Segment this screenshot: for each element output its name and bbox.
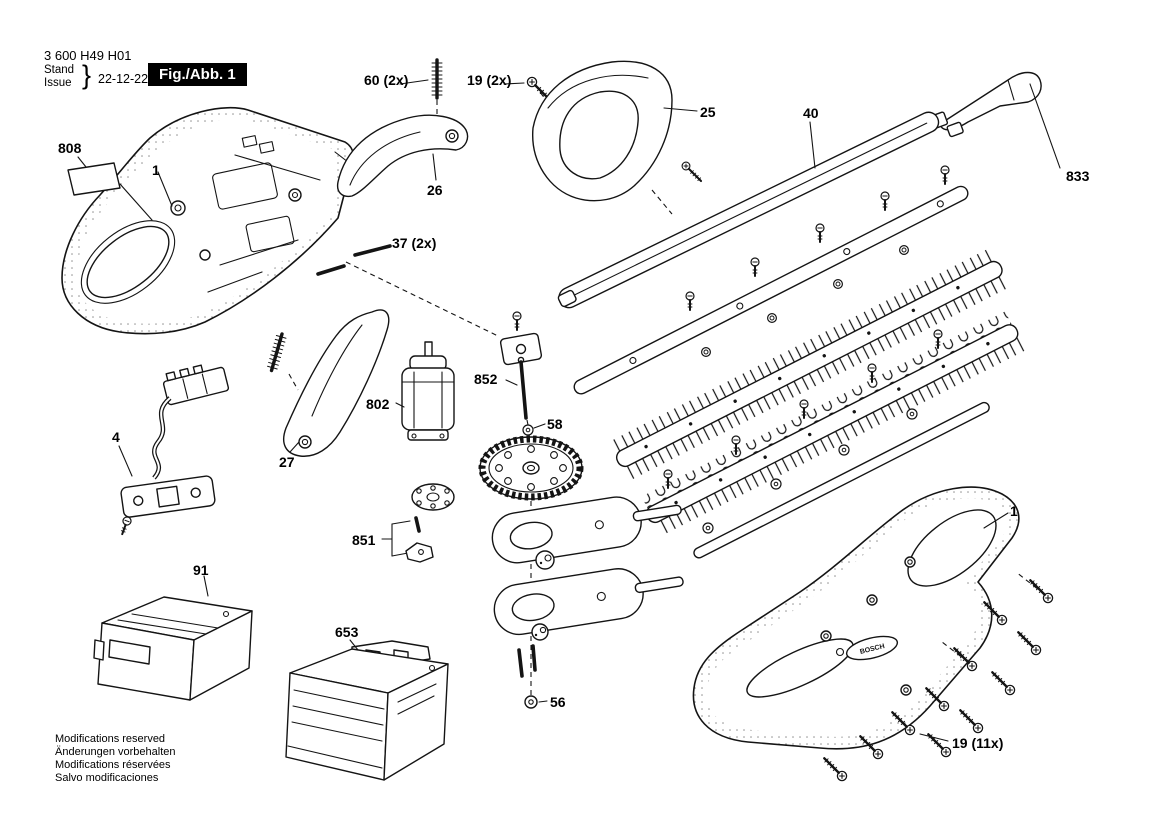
notice-line-de: Änderungen vorbehalten [55,746,176,758]
rear-grip-tip-drawing [928,71,1042,138]
eccentric-disc-2-drawing [531,623,549,641]
issue-label: Issue [44,77,72,89]
parts-851-drawing [381,516,434,563]
front-handle-upper-drawing [336,114,469,198]
eccentric-disc-1-drawing [535,550,555,570]
callout-852: 852 [474,371,498,387]
brace-glyph: } [82,60,92,90]
callout-37-2x: 37 (2x) [392,235,437,251]
callout-4: 4 [112,429,120,445]
housing-left-drawing [61,106,355,335]
washer-56-drawing [524,695,538,709]
stand-label: Stand [44,64,75,76]
callout-653: 653 [335,624,359,640]
switch-cable-drawing [117,364,230,537]
blade-lower-drawing [641,311,1026,536]
document-number: 3 600 H49 H01 [44,48,132,63]
bosch-logo: BOSCH [845,635,899,661]
callout-56: 56 [550,694,566,710]
spring-screw-60-drawing [430,58,444,116]
figure-label: Fig./Abb. 1 [148,63,247,86]
blade-carrier-plate-2-drawing [493,568,684,636]
callout-91: 91 [193,562,209,578]
support-strip-drawing [693,401,990,559]
blade-cover-drawing [557,111,940,309]
callout-60-2x: 60 (2x) [364,72,409,88]
pins-bottom-drawing [517,644,537,678]
callout-26: 26 [427,182,443,198]
callout-833: 833 [1066,168,1090,184]
modifications-notice: Modifications reserved Änderungen vorbeh… [55,733,175,785]
callout-19-2x: 19 (2x) [467,72,512,88]
battery-653-drawing [285,640,449,781]
callout-802: 802 [366,396,390,412]
notice-line-es: Salvo modificaciones [55,772,159,784]
leader-lines [118,79,1061,742]
guide-bar-drawing [573,185,969,395]
housing-right-drawing: BOSCH [692,486,1020,750]
fan-disc-drawing [411,483,455,511]
callout-1-right: 1 [1010,503,1018,519]
callout-58: 58 [547,416,563,432]
notice-line-fr: Modifications réservées [55,759,171,771]
gear-wheel-drawing [478,435,584,501]
callout-25: 25 [700,104,716,120]
blade-carrier-plate-1-drawing [491,496,682,564]
notice-line-en: Modifications reserved [55,733,166,745]
washer-58-drawing [522,424,534,436]
callout-40: 40 [803,105,819,121]
callout-1-left: 1 [152,162,160,178]
pin-37-drawing [316,244,499,337]
motor-drawing [401,341,455,441]
battery-91-drawing [93,596,253,701]
callout-19-11x: 19 (11x) [952,735,1004,751]
front-handle-lower-drawing [265,309,390,457]
callout-808: 808 [58,140,82,156]
stand-issue-block: Stand Issue [44,64,74,90]
screws-19-11x-drawing [819,571,1056,784]
blade-upper-drawing [611,248,1010,480]
label-sticker-drawing [67,156,153,221]
hand-guard-drawing [532,60,705,215]
callout-851: 851 [352,532,376,548]
callout-27: 27 [279,454,295,470]
issue-date: 22-12-22 [98,72,149,86]
